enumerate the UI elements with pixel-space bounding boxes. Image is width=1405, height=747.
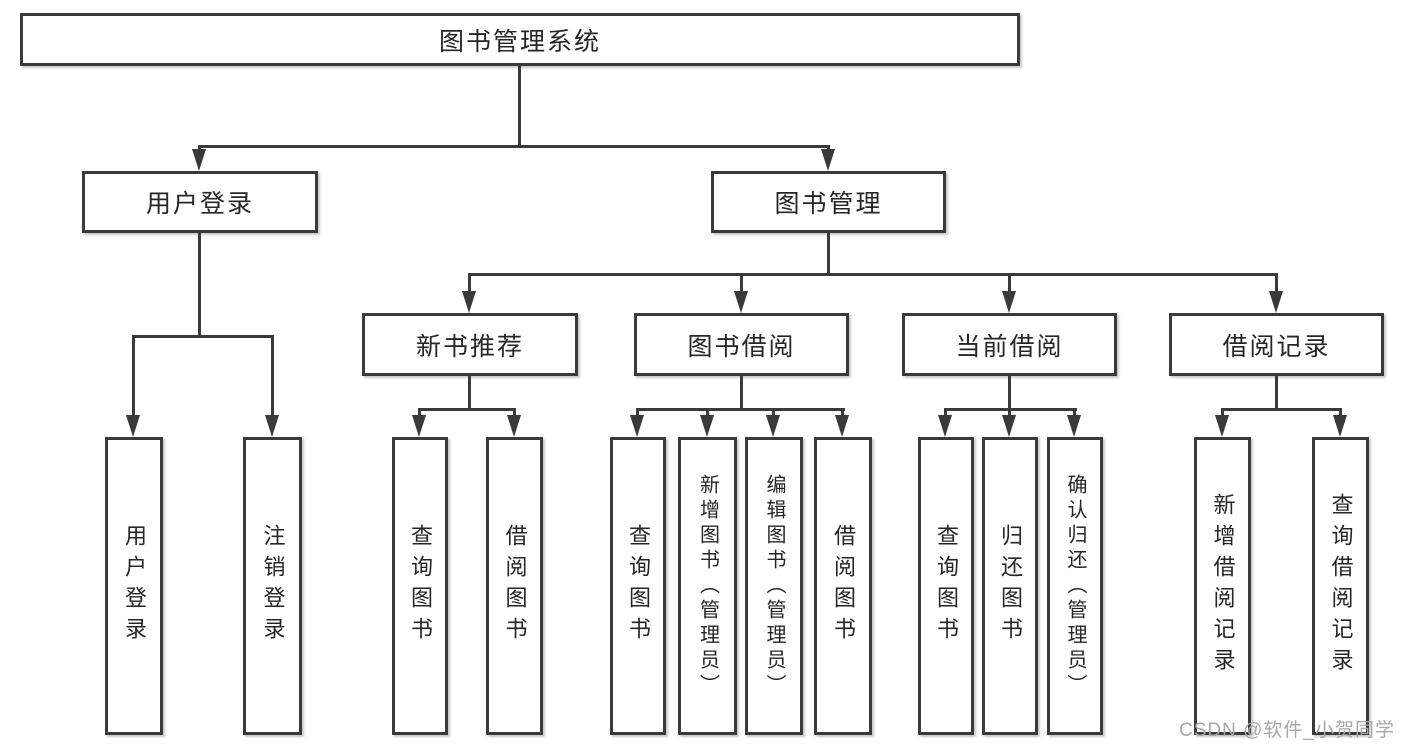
connector-line: [133, 335, 274, 338]
arrowhead-down: [507, 408, 522, 437]
connector-line: [827, 233, 830, 275]
leaf-label: 查询图书: [934, 524, 959, 648]
node-label: 借阅记录: [1222, 332, 1331, 361]
node-book-management: 图书管理: [711, 171, 946, 233]
arrowhead-down: [1067, 408, 1082, 437]
leaf-add-books-admin: 新增图书（管理员）: [678, 437, 737, 735]
leaf-label: 归还图书: [998, 524, 1023, 648]
arrowhead-down: [462, 273, 477, 313]
node-new-book-recommend: 新书推荐: [362, 313, 578, 376]
node-label: 新书推荐: [415, 332, 524, 361]
arrowhead-down: [700, 408, 715, 437]
arrowhead-down: [734, 273, 749, 313]
connector-line: [198, 145, 830, 148]
leaf-label: 借阅图书: [831, 524, 856, 648]
connector-line: [636, 408, 845, 411]
node-label: 图书管理系统: [438, 27, 601, 56]
leaf-add-borrow-record: 新增借阅记录: [1194, 437, 1251, 735]
leaf-query-books-current: 查询图书: [918, 437, 974, 735]
arrowhead-down: [412, 408, 427, 437]
leaf-label: 新增借阅记录: [1210, 493, 1236, 679]
connector-line: [469, 273, 1278, 276]
connector-line: [518, 66, 521, 147]
arrowhead-down: [1002, 408, 1017, 437]
connector-line: [198, 233, 201, 337]
node-book-borrowing: 图书借阅: [634, 313, 849, 376]
leaf-label: 新增图书（管理员）: [696, 473, 719, 699]
arrowhead-down: [938, 408, 953, 437]
connector-line: [1008, 376, 1011, 410]
leaf-query-books-borrowing: 查询图书: [610, 437, 666, 735]
connector-line: [418, 408, 516, 411]
arrowhead-down: [265, 335, 280, 437]
arrowhead-down: [192, 145, 207, 171]
leaf-label: 用户登录: [122, 524, 147, 648]
leaf-label: 注销登录: [260, 524, 286, 648]
arrowhead-down: [766, 408, 781, 437]
node-label: 当前借阅: [955, 332, 1064, 361]
connector-line: [1275, 376, 1278, 410]
arrowhead-down: [1333, 408, 1348, 437]
leaf-label: 查询图书: [626, 524, 651, 648]
leaf-query-borrow-record: 查询借阅记录: [1312, 437, 1369, 735]
leaf-label: 确认归还（管理员）: [1064, 473, 1086, 699]
watermark-text: CSDN @软件_小贺同学: [1179, 720, 1395, 741]
leaf-return-books: 归还图书: [982, 437, 1038, 735]
leaf-borrow-books-recommend: 借阅图书: [486, 437, 543, 735]
node-user-login: 用户登录: [82, 171, 318, 233]
leaf-edit-books-admin: 编辑图书（管理员）: [745, 437, 803, 735]
leaf-confirm-return-admin: 确认归还（管理员）: [1047, 437, 1103, 735]
arrowhead-down: [1269, 273, 1284, 313]
leaf-label: 查询借阅记录: [1328, 493, 1354, 679]
arrowhead-down: [126, 335, 141, 437]
leaf-borrow-books: 借阅图书: [814, 437, 872, 735]
connector-line: [740, 376, 743, 410]
arrowhead-down: [835, 408, 850, 437]
node-current-borrowing: 当前借阅: [902, 313, 1117, 376]
leaf-label: 借阅图书: [502, 524, 528, 648]
arrowhead-down: [630, 408, 645, 437]
leaf-label: 编辑图书（管理员）: [763, 473, 785, 699]
node-label: 图书借阅: [687, 332, 796, 361]
leaf-logout: 注销登录: [243, 437, 302, 735]
leaf-query-books-recommend: 查询图书: [392, 437, 448, 735]
arrowhead-down: [1002, 273, 1017, 313]
node-label: 用户登录: [145, 190, 254, 218]
connector-line: [468, 376, 471, 410]
arrowhead-down: [1215, 408, 1230, 437]
leaf-user-login: 用户登录: [105, 437, 163, 735]
node-library-management-system: 图书管理系统: [20, 13, 1020, 66]
arrowhead-down: [821, 145, 836, 171]
connector-line: [1221, 408, 1342, 411]
leaf-label: 查询图书: [408, 524, 433, 648]
node-borrow-records: 借阅记录: [1169, 313, 1384, 376]
node-label: 图书管理: [774, 190, 883, 218]
